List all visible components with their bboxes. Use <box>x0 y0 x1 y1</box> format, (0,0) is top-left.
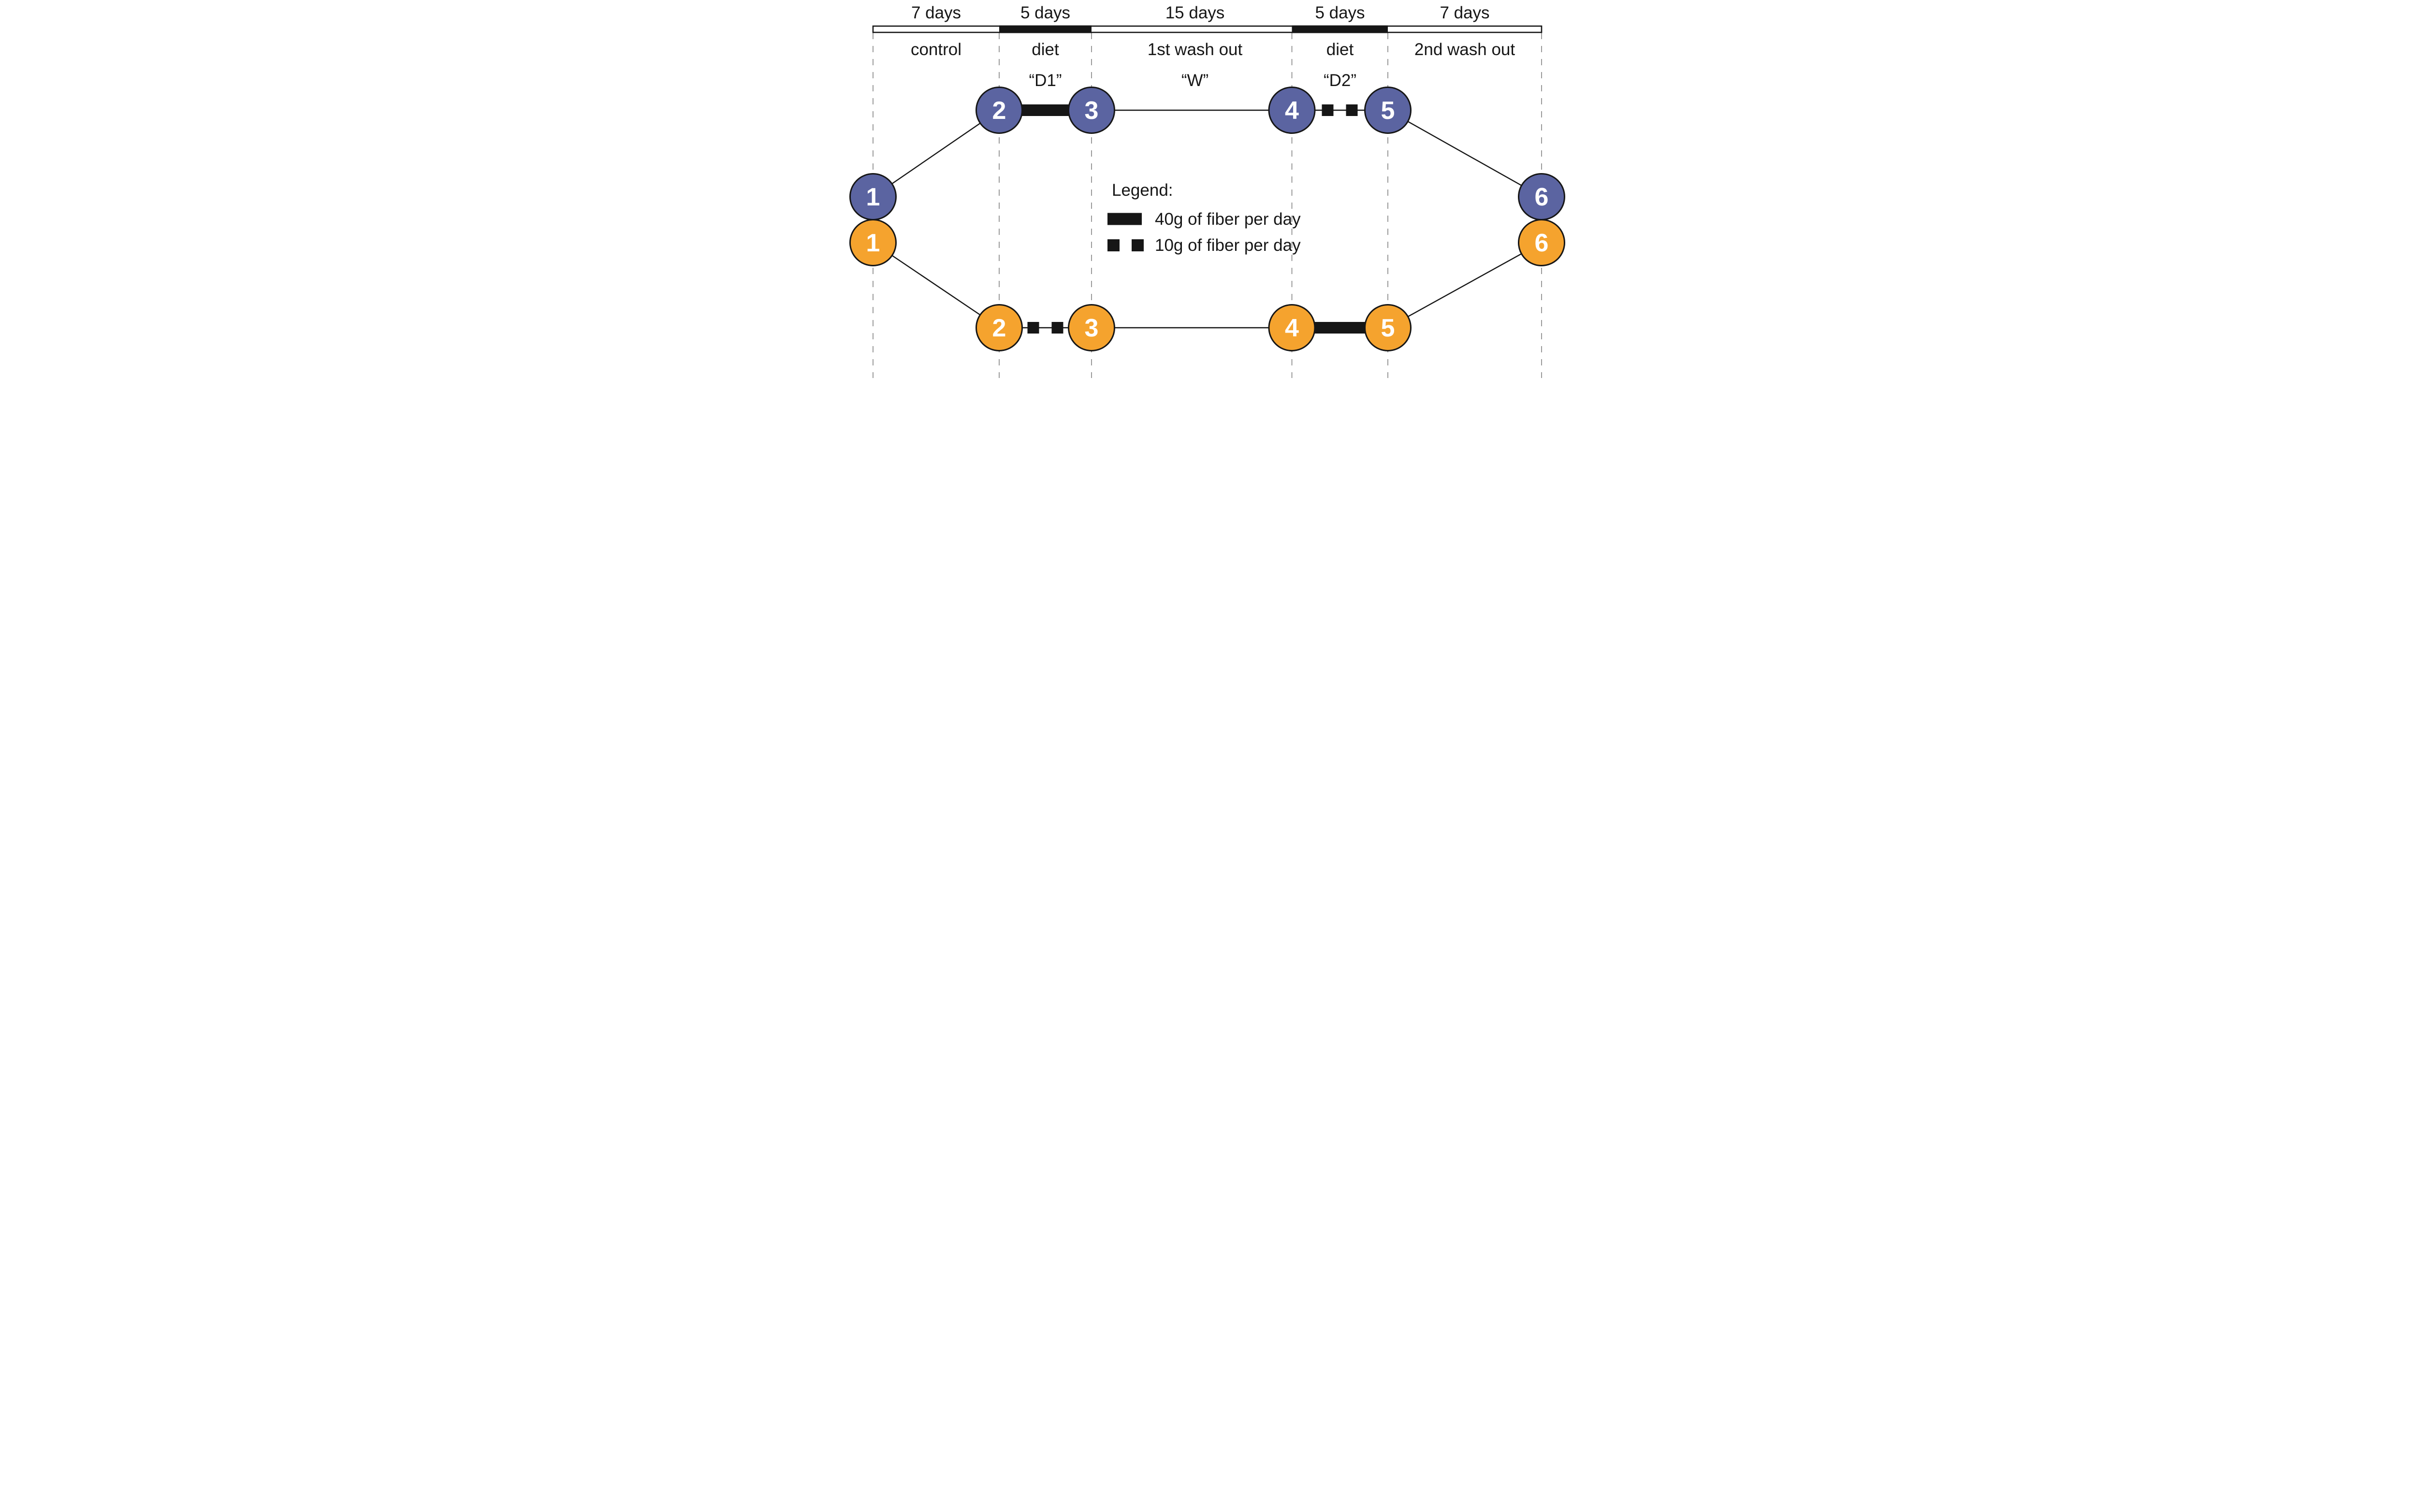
bottom-node-label-5: 5 <box>1381 314 1395 342</box>
bottom-node-circle-5 <box>1364 304 1412 351</box>
top-node-circle-5 <box>1364 87 1412 134</box>
bottom-square-2-3-b <box>1051 322 1063 334</box>
duration-label-control: 7 days <box>911 3 961 22</box>
bottom-node-circle-4 <box>1268 304 1316 351</box>
bottom-node-circle-3 <box>1068 304 1115 351</box>
top-arm-nodes: 1 2 3 4 5 6 <box>849 87 1565 220</box>
legend-title: Legend: <box>1112 181 1173 200</box>
period-code-w: “W” <box>1181 71 1208 90</box>
bottom-node-circle-1 <box>849 219 897 266</box>
bottom-arm-nodes: 1 2 3 4 5 6 <box>849 219 1565 351</box>
study-design-figure: 7 days 5 days 15 days 5 days 7 days cont… <box>848 0 1569 378</box>
bottom-connector-1-2 <box>873 242 1000 328</box>
legend: Legend: 40g of fiber per day 10g of fibe… <box>1107 181 1301 255</box>
top-square-4-5-b <box>1346 104 1358 116</box>
bottom-node-label-3: 3 <box>1085 314 1099 342</box>
timeline-bar <box>872 25 1543 33</box>
top-node-circle-4 <box>1268 87 1316 134</box>
bottom-node-label-1: 1 <box>866 229 880 257</box>
duration-labels: 7 days 5 days 15 days 5 days 7 days <box>911 3 1490 22</box>
top-node-label-2: 2 <box>992 97 1006 125</box>
bottom-connector-5-6 <box>1387 242 1542 329</box>
top-node-circle-3 <box>1068 87 1115 134</box>
phase-label-washout1: 1st wash out <box>1148 40 1243 59</box>
top-square-4-5-a <box>1322 104 1334 116</box>
top-connector-1-2 <box>873 110 1000 197</box>
top-node-label-3: 3 <box>1085 97 1099 125</box>
duration-label-washout1: 15 days <box>1165 3 1225 22</box>
top-node-label-1: 1 <box>866 183 880 211</box>
timeline-bar-diet2-segment <box>1292 25 1388 33</box>
period-codes: “D1” “W” “D2” <box>1029 71 1356 90</box>
bottom-node-label-6: 6 <box>1535 229 1549 257</box>
top-node-label-6: 6 <box>1535 183 1549 211</box>
phase-label-diet1: diet <box>1032 40 1059 59</box>
period-code-d2: “D2” <box>1324 71 1356 90</box>
timeline-bar-diet1-segment <box>999 25 1092 33</box>
duration-label-diet1: 5 days <box>1020 3 1070 22</box>
study-design-diagram: 7 days 5 days 15 days 5 days 7 days cont… <box>849 3 1565 378</box>
phase-label-control: control <box>911 40 961 59</box>
bottom-node-circle-2 <box>976 304 1023 351</box>
bottom-arm-connectors <box>873 242 1542 334</box>
top-node-label-4: 4 <box>1285 97 1299 125</box>
phase-labels: control diet 1st wash out diet 2nd wash … <box>911 40 1515 59</box>
period-code-d1: “D1” <box>1029 71 1062 90</box>
bottom-node-label-4: 4 <box>1285 314 1299 342</box>
duration-label-diet2: 5 days <box>1315 3 1365 22</box>
bottom-node-circle-6 <box>1518 219 1565 266</box>
bottom-node-label-2: 2 <box>992 314 1006 342</box>
top-connector-5-6 <box>1387 109 1542 198</box>
legend-solid-bar-icon <box>1107 213 1142 225</box>
legend-item-40g-label: 40g of fiber per day <box>1155 210 1301 229</box>
duration-label-washout2: 7 days <box>1440 3 1489 22</box>
phase-label-diet2: diet <box>1326 40 1354 59</box>
top-node-label-5: 5 <box>1381 97 1395 125</box>
timeline-bar-outline <box>872 25 1543 33</box>
phase-label-washout2: 2nd wash out <box>1414 40 1515 59</box>
legend-two-squares-icon-b <box>1132 239 1144 251</box>
legend-two-squares-icon-a <box>1107 239 1120 251</box>
legend-item-10g-label: 10g of fiber per day <box>1155 236 1301 255</box>
bottom-square-2-3-a <box>1027 322 1039 334</box>
top-node-circle-2 <box>976 87 1023 134</box>
top-arm-connectors <box>873 104 1542 198</box>
